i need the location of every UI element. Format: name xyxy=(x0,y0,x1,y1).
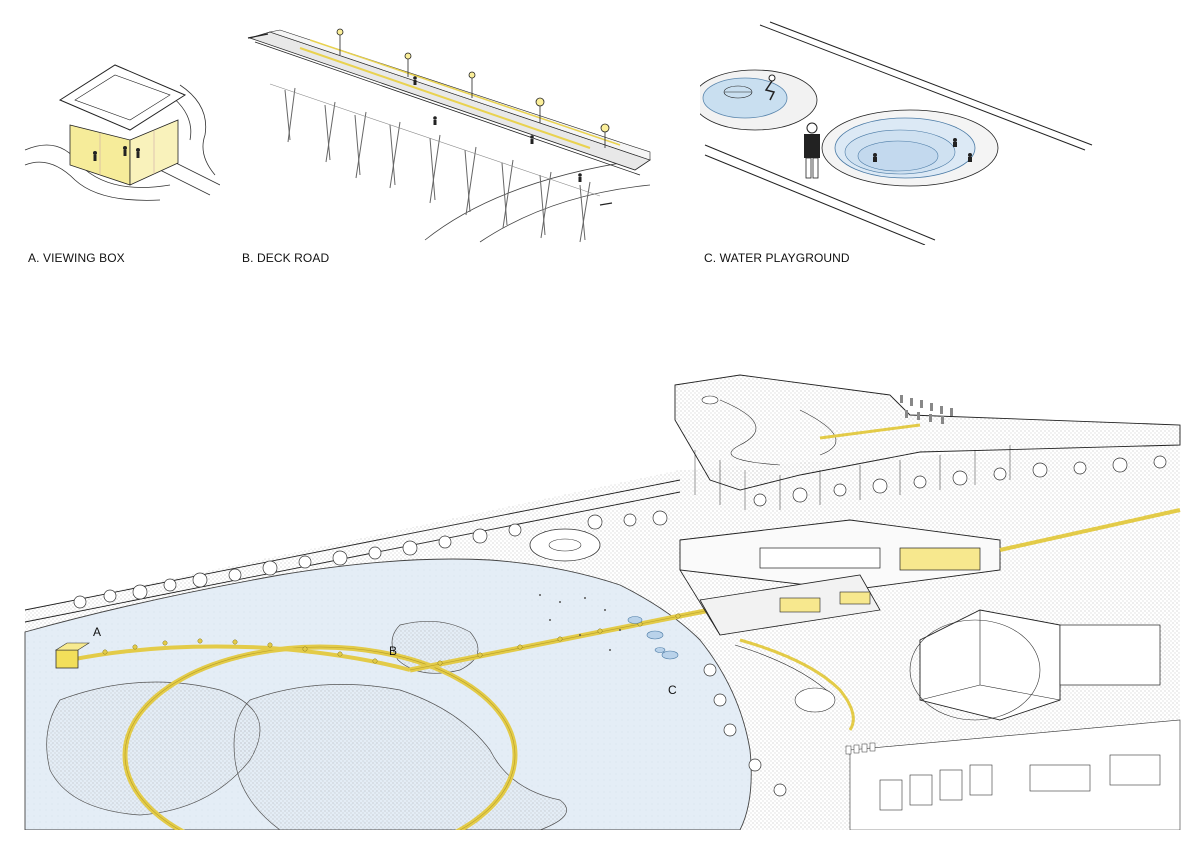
marker-b: B xyxy=(389,644,398,658)
viewing-box-drawing xyxy=(24,64,220,201)
water-playground-caption: C. WATER PLAYGROUND xyxy=(704,251,850,265)
water-playground-drawing xyxy=(700,21,1093,245)
site-axonometric-drawing xyxy=(24,374,1181,830)
deck-road-drawing xyxy=(247,28,651,243)
marker-a: A xyxy=(93,625,102,639)
deck-road-diagram xyxy=(240,20,660,245)
deck-road-caption: B. DECK ROAD xyxy=(242,251,330,265)
marker-c: C xyxy=(668,683,677,697)
viewing-box-diagram xyxy=(20,55,220,205)
viewing-box-caption: A. VIEWING BOX xyxy=(28,251,125,265)
elevated-roof-plaza xyxy=(674,374,1181,510)
site-axonometric xyxy=(20,370,1190,830)
water-playground-diagram xyxy=(700,20,1100,245)
